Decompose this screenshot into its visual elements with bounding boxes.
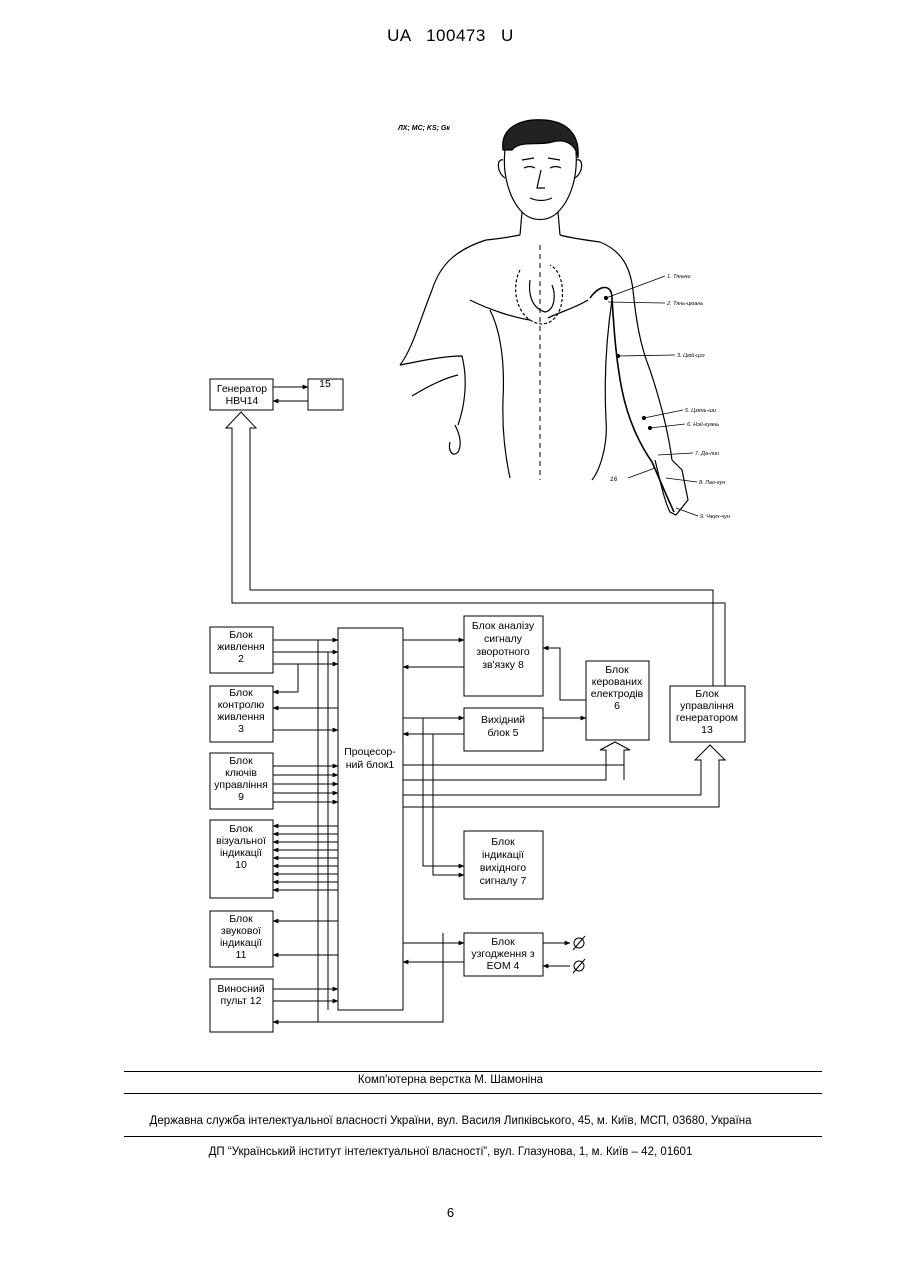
point-label-2: 2. Тянь-цюань (666, 301, 703, 307)
patent-figure: ЛX; MC; KS; Gк 1. Тяньчи 2. Тянь-цюань 3… (0, 0, 901, 1060)
point-label-7: 7. Да-лин (695, 451, 719, 457)
office-address: Державна служба інтелектуальної власност… (0, 1115, 901, 1127)
cpu-label: Процесор-ний блок1 (344, 746, 396, 771)
footer-rule-bottom (124, 1136, 822, 1137)
remote-label: Виноснийпульт 12 (217, 983, 264, 1007)
block-diagram (210, 379, 745, 1032)
electrodes-label: Блоккерованихелектродів6 (591, 664, 644, 712)
electrode-ref-16: 16 (610, 476, 618, 483)
human-figure-illustration (400, 120, 698, 516)
point-label-8: 8. Лао-гун (699, 480, 725, 486)
visual-label: Блоквізуальноїіндикації10 (216, 823, 266, 871)
figure-tag: ЛX; MC; KS; Gк (397, 125, 450, 132)
point-label-1: 1. Тяньчи (667, 274, 691, 280)
layout-credit: Комп'ютерна верстка М. Шамоніна (0, 1074, 901, 1086)
generator-label: ГенераторНВЧ14 (217, 383, 267, 407)
hollow-arrow-genctrl (695, 745, 725, 795)
cpu-box (338, 628, 403, 1010)
footer-rule-middle (124, 1093, 822, 1094)
acupoint-labels: ЛX; MC; KS; Gк 1. Тяньчи 2. Тянь-цюань 3… (397, 125, 730, 520)
pc-label: Блокузгодження зЕОМ 4 (471, 936, 534, 972)
hollow-arrow-generator (226, 412, 256, 590)
footer-rule-top (124, 1071, 822, 1072)
power-ctrl-label: Блокконтролюживлення3 (217, 687, 264, 735)
keys-label: Блокключівуправління9 (214, 755, 268, 803)
page-number: 6 (0, 1205, 901, 1220)
power-label: Блокживлення2 (217, 629, 264, 665)
hollow-arrow-electrodes (600, 742, 630, 780)
point-label-5: 5. Цзянь-ши (685, 408, 716, 414)
output-label: Вихіднийблок 5 (481, 714, 525, 739)
point-label-6: 6. Нэй-гуань (687, 421, 719, 428)
box-15-label: 15 (319, 378, 331, 390)
gen-ctrl-label: Блокуправліннягенератором13 (676, 688, 738, 736)
analysis-label: Блок аналізусигналузворотногозв'язку 8 (472, 620, 535, 671)
point-label-9: 9. Чжун-чун (700, 514, 730, 520)
point-label-3: 3. Цюй-цзэ (677, 352, 705, 359)
output-ind-label: Блокіндикаціївихідногосигналу 7 (480, 836, 527, 887)
institute-address: ДП “Український інститут інтелектуальної… (0, 1146, 901, 1158)
sound-label: Блокзвуковоїіндикації11 (220, 913, 262, 961)
